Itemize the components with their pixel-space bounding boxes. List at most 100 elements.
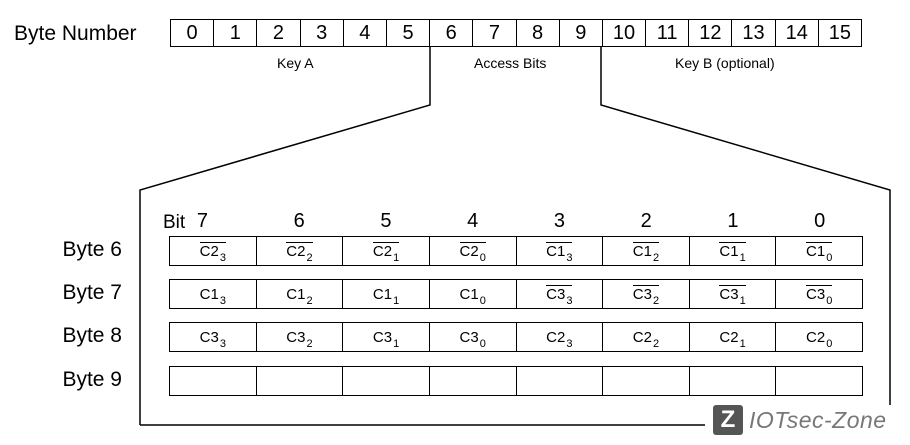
inverted-access-bit: C12: [632, 237, 660, 268]
access-bit: C10: [460, 280, 486, 311]
byte-cell: 13: [732, 20, 776, 46]
bit-cell: C31: [690, 280, 777, 308]
byte-cell: 10: [603, 20, 647, 46]
bit-cell: C33: [517, 280, 604, 308]
access-bit-index: 2: [306, 252, 313, 264]
bit-cell: [343, 367, 430, 395]
watermark-text: IOTsec-Zone: [749, 406, 887, 433]
byte-row-label: Byte 7: [62, 281, 122, 304]
access-bits-label: Access Bits: [474, 55, 547, 71]
access-bit-name: C2: [372, 243, 393, 260]
bit-cell: [690, 367, 777, 395]
access-bit-index: 3: [219, 252, 226, 264]
byte-cell: 1: [214, 20, 258, 46]
access-bit: C20: [806, 323, 832, 354]
inverted-access-bit: C30: [806, 280, 833, 311]
access-bit-name: C3: [286, 329, 306, 346]
byte-row-label: Byte 8: [62, 324, 122, 347]
access-bit-index: 1: [393, 338, 400, 350]
access-bit: [559, 367, 560, 398]
access-bit-index: 0: [479, 338, 486, 350]
access-bit-name: C1: [719, 243, 739, 260]
bit-cell: [517, 367, 604, 395]
access-bit: C30: [460, 323, 486, 354]
access-bit-name: C2: [459, 243, 479, 260]
bit-cell: C20: [430, 237, 517, 265]
bit-cell: C23: [170, 237, 257, 265]
key-b-label: Key B (optional): [675, 55, 775, 71]
bit-cell: [603, 367, 690, 395]
inverted-access-bit: C32: [632, 280, 660, 311]
bit-cell: C22: [257, 237, 344, 265]
inverted-access-bit: C21: [372, 237, 400, 268]
bit-cell: C30: [430, 323, 517, 351]
bit-cell: C30: [776, 280, 862, 308]
bit-cell: C21: [690, 323, 777, 351]
bit-cell: C11: [690, 237, 777, 265]
access-bit-index: 0: [826, 338, 833, 350]
access-bit-index: 3: [566, 252, 573, 264]
bit-cell: [257, 367, 344, 395]
byte-cell: 0: [171, 20, 215, 46]
access-bit-index: 3: [566, 338, 573, 350]
byte-cell: 2: [257, 20, 301, 46]
bit-cell: C13: [517, 237, 604, 265]
inverted-access-bit: C31: [719, 280, 746, 311]
byte-row-label: Byte 6: [62, 238, 122, 261]
bit-number: 7: [196, 210, 208, 232]
bit-label: Bit: [163, 212, 186, 233]
access-bit: C21: [719, 323, 745, 354]
access-bit-index: 2: [652, 252, 660, 264]
access-bit-name: C3: [719, 286, 739, 303]
bit-cell: C23: [517, 323, 604, 351]
access-bit: C12: [286, 280, 312, 311]
access-bit-index: 1: [393, 295, 400, 307]
bit-cell: C31: [343, 323, 430, 351]
bit-number: 1: [727, 210, 739, 232]
access-bit-index: 0: [826, 252, 833, 264]
access-bit-index: 1: [739, 252, 746, 264]
bit-cell: C13: [170, 280, 257, 308]
access-bit-name: C3: [546, 286, 566, 303]
access-bit-name: C2: [546, 329, 566, 346]
bit-cell: C10: [430, 280, 517, 308]
byte-cell: 15: [828, 22, 852, 44]
access-bit: C22: [633, 323, 659, 354]
bit-number: 4: [467, 210, 479, 232]
access-bit-index: 0: [479, 295, 486, 307]
access-bit-index: 3: [219, 295, 226, 307]
access-bit-index: 3: [566, 295, 573, 307]
access-bit-name: C3: [199, 329, 219, 346]
bit-cell: [170, 367, 257, 395]
access-bit: [645, 367, 646, 398]
access-bit-index: 1: [739, 338, 746, 350]
access-bit-name: C3: [806, 286, 826, 303]
access-bit-name: C2: [286, 243, 306, 260]
inverted-access-bit: C23: [199, 237, 226, 268]
bit-cell: C20: [776, 323, 862, 351]
access-bit: [819, 367, 820, 398]
byte-cell: 11: [646, 20, 690, 46]
access-bit-index: 2: [652, 338, 660, 350]
access-bit-name: C2: [632, 329, 652, 346]
bit-cell: C33: [170, 323, 257, 351]
inverted-access-bit: C22: [286, 237, 313, 268]
access-bit: [732, 367, 733, 398]
byte-cell: 5: [387, 20, 431, 46]
bit-number: 6: [293, 210, 305, 232]
access-bit-name: C3: [459, 329, 479, 346]
byte-cell: 8: [517, 20, 560, 46]
access-bit: [386, 367, 387, 398]
bit-cell: C32: [603, 280, 690, 308]
access-bit-name: C2: [719, 329, 739, 346]
access-bit-index: 1: [393, 252, 400, 264]
access-bit-index: 1: [739, 295, 746, 307]
watermark: Z IOTsec-Zone: [713, 405, 887, 435]
access-bit: [472, 367, 473, 398]
inverted-access-bit: C33: [546, 280, 573, 311]
access-bit: C23: [546, 323, 572, 354]
